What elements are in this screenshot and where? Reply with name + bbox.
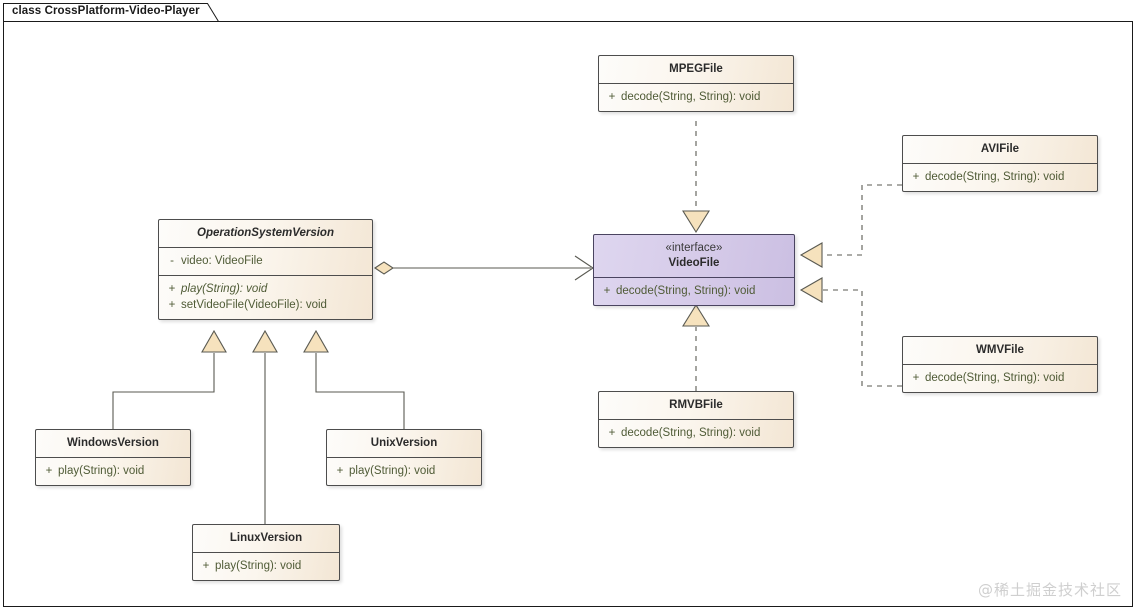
class-name-linuxversion: LinuxVersion xyxy=(229,532,303,544)
operations-compartment: + play(String): void + setVideoFile(Vide… xyxy=(159,276,372,319)
class-separator xyxy=(36,457,190,458)
operation-row: + decode(String, String): void xyxy=(907,370,1093,386)
diagram-title: class CrossPlatform-Video-Player xyxy=(12,5,200,17)
operations-compartment: + decode(String, String): void xyxy=(903,365,1097,392)
operations-compartment: + decode(String, String): void xyxy=(594,278,794,305)
visibility-marker: + xyxy=(336,465,344,477)
operation-signature: play(String): void xyxy=(215,560,302,572)
interface-name: VideoFile xyxy=(668,257,720,269)
class-separator xyxy=(159,247,372,248)
class-name-rmvbfile: RMVBFile xyxy=(669,399,723,411)
operations-compartment: + decode(String, String): void xyxy=(903,164,1097,191)
class-separator xyxy=(599,83,793,84)
watermark-text: @稀土掘金技术社区 xyxy=(977,581,1122,599)
visibility-marker: + xyxy=(168,299,176,311)
stereotype-label: «interface» xyxy=(665,242,723,254)
class-box-rmvbfile[interactable]: RMVBFile + decode(String, String): void xyxy=(598,391,794,448)
class-name-avifile: AVIFile xyxy=(980,143,1020,155)
class-name-mpegfile: MPEGFile xyxy=(669,63,723,75)
operation-row: + play(String): void xyxy=(163,281,368,297)
operations-compartment: + play(String): void xyxy=(36,458,190,485)
class-box-operationsystemversion[interactable]: OperationSystemVersion - video: VideoFil… xyxy=(158,219,373,320)
operation-signature: setVideoFile(VideoFile): void xyxy=(181,299,327,311)
class-separator xyxy=(193,552,339,553)
class-separator xyxy=(327,457,481,458)
attribute-row: - video: VideoFile xyxy=(163,253,368,269)
class-separator xyxy=(594,277,794,278)
class-separator xyxy=(159,275,372,276)
operation-row: + decode(String, String): void xyxy=(603,425,789,441)
visibility-marker: + xyxy=(202,560,210,572)
operation-signature: decode(String, String): void xyxy=(925,171,1065,183)
visibility-marker: + xyxy=(45,465,53,477)
class-box-windowsversion[interactable]: WindowsVersion + play(String): void xyxy=(35,429,191,486)
operation-signature: play(String): void xyxy=(181,283,268,295)
visibility-marker: - xyxy=(170,255,174,267)
class-box-wmvfile[interactable]: WMVFile + decode(String, String): void xyxy=(902,336,1098,393)
operation-signature: decode(String, String): void xyxy=(621,91,761,103)
visibility-marker: + xyxy=(912,171,920,183)
class-name-videofile: «interface» VideoFile xyxy=(594,235,794,277)
class-box-linuxversion[interactable]: LinuxVersion + play(String): void xyxy=(192,524,340,581)
class-box-videofile-interface[interactable]: «interface» VideoFile + decode(String, S… xyxy=(593,234,795,306)
class-name-unixversion: UnixVersion xyxy=(370,437,438,449)
operation-signature: play(String): void xyxy=(349,465,436,477)
operation-row: + decode(String, String): void xyxy=(598,283,790,299)
operations-compartment: + decode(String, String): void xyxy=(599,420,793,447)
operation-row: + play(String): void xyxy=(197,558,335,574)
operation-row: + decode(String, String): void xyxy=(907,169,1093,185)
class-separator xyxy=(903,364,1097,365)
operation-signature: decode(String, String): void xyxy=(616,285,756,297)
class-separator xyxy=(599,419,793,420)
operations-compartment: + play(String): void xyxy=(327,458,481,485)
operation-signature: decode(String, String): void xyxy=(925,372,1065,384)
class-box-mpegfile[interactable]: MPEGFile + decode(String, String): void xyxy=(598,55,794,112)
visibility-marker: + xyxy=(912,372,920,384)
attribute-signature: video: VideoFile xyxy=(181,255,263,267)
operation-row: + setVideoFile(VideoFile): void xyxy=(163,297,368,313)
visibility-marker: + xyxy=(608,427,616,439)
title-tab-shape xyxy=(3,3,219,22)
visibility-marker: + xyxy=(608,91,616,103)
operation-signature: decode(String, String): void xyxy=(621,427,761,439)
class-name-operationsystemversion: OperationSystemVersion xyxy=(197,227,334,239)
class-separator xyxy=(903,163,1097,164)
class-name-windowsversion: WindowsVersion xyxy=(67,437,159,449)
class-box-avifile[interactable]: AVIFile + decode(String, String): void xyxy=(902,135,1098,192)
diagram-frame xyxy=(3,21,1133,607)
class-box-unixversion[interactable]: UnixVersion + play(String): void xyxy=(326,429,482,486)
operations-compartment: + play(String): void xyxy=(193,553,339,580)
attributes-compartment: - video: VideoFile xyxy=(159,248,372,275)
operation-signature: play(String): void xyxy=(58,465,145,477)
operation-row: + play(String): void xyxy=(331,463,477,479)
operation-row: + play(String): void xyxy=(40,463,186,479)
operations-compartment: + decode(String, String): void xyxy=(599,84,793,111)
diagram-title-tab: class CrossPlatform-Video-Player xyxy=(3,3,219,22)
operation-row: + decode(String, String): void xyxy=(603,89,789,105)
class-name-wmvfile: WMVFile xyxy=(976,344,1024,356)
visibility-marker: + xyxy=(168,283,176,295)
visibility-marker: + xyxy=(603,285,611,297)
